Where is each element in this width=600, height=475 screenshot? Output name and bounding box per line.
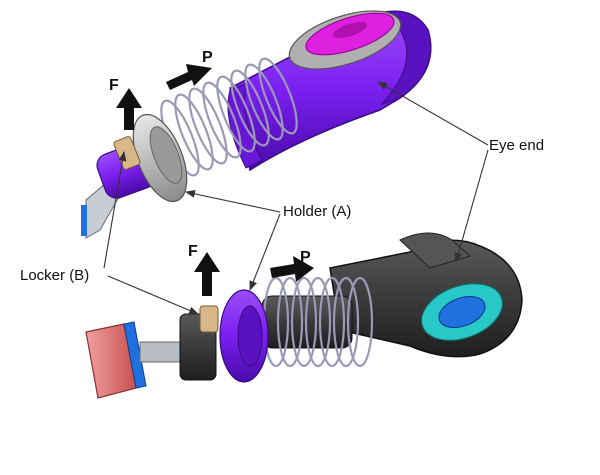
lower-adjuster bbox=[85, 232, 523, 399]
lower-holder-ring bbox=[219, 289, 269, 383]
leader-lines bbox=[103, 81, 489, 315]
label-locker: Locker (B) bbox=[20, 267, 89, 284]
lower-end-cap bbox=[85, 321, 147, 399]
lower-force-arrow bbox=[194, 252, 220, 296]
label-force-bottom: F bbox=[188, 243, 198, 260]
upper-force-arrow bbox=[116, 88, 142, 130]
upper-pull-arrow bbox=[166, 64, 212, 90]
label-force-top: F bbox=[109, 77, 119, 94]
label-eye-end: Eye end bbox=[489, 137, 544, 154]
label-pull-bottom: P bbox=[300, 249, 311, 266]
lower-pull-arrow bbox=[270, 256, 314, 282]
lower-locker-nut bbox=[199, 305, 219, 333]
label-holder: Holder (A) bbox=[283, 203, 351, 220]
upper-holder-ring bbox=[132, 113, 188, 203]
label-pull-top: P bbox=[202, 49, 213, 66]
upper-spring bbox=[160, 57, 298, 177]
upper-adjuster bbox=[81, 10, 432, 239]
